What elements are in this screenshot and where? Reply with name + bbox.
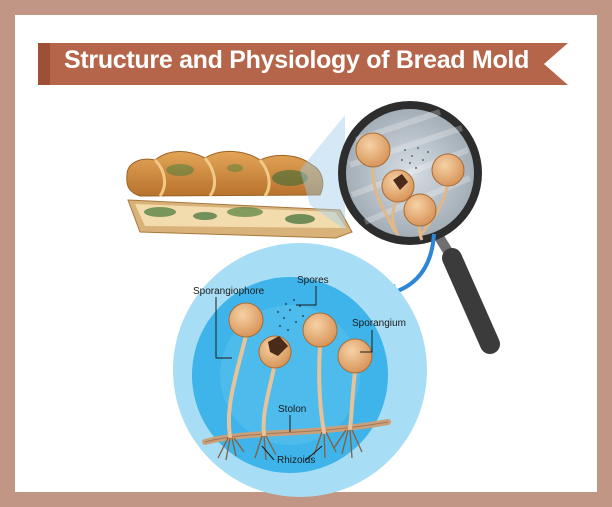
magnifying-glass-icon xyxy=(338,101,500,354)
label-spores: Spores xyxy=(297,275,329,286)
watermark-logo: gettyimages xyxy=(18,14,145,38)
label-sporangiophore: Sporangiophore xyxy=(193,286,265,297)
moldy-bread-icon xyxy=(126,151,353,239)
page-title: Structure and Physiology of Bread Mold xyxy=(64,46,530,74)
spores-dots xyxy=(276,298,305,332)
zoom-cone xyxy=(300,115,345,230)
label-rhizoids: Rhizoids xyxy=(277,455,316,466)
label-leader-lines xyxy=(215,286,373,461)
label-sporangium: Sporangium xyxy=(352,318,406,329)
rhizoids xyxy=(217,429,363,461)
label-stolon: Stolon xyxy=(278,404,307,415)
sporangia xyxy=(228,302,373,374)
title-banner xyxy=(38,43,568,85)
sporangiophore-stalks xyxy=(226,333,357,438)
